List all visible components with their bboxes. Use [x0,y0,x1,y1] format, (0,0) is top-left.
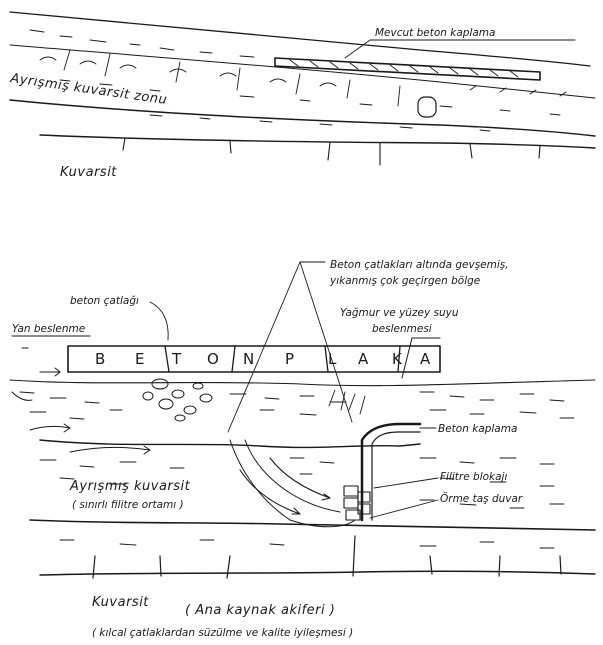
filter-block-pointer [374,478,438,488]
top-ground-surface-line [10,12,590,66]
weathered-label: Ayrışmış kuvarsit [69,479,191,494]
plate-letter-e: E [135,350,145,368]
plate-letter-p: P [285,350,295,368]
bottom-caption: ( kılcal çatlaklardan süzülme ve kalite … [92,627,353,639]
loosened-zone-label-line2: yıkanmış çok geçirgen bölge [329,275,480,287]
top-quartzite-label: Kuvarsit [60,165,117,180]
concrete-lining-channel [362,424,420,520]
top-cross-section: Mevcut beton kaplama Ayrışmış kuvarsit z… [8,12,595,180]
plate-letter-k: K [392,350,403,368]
concrete-plate-crack-2 [232,346,235,372]
aquifer-label: ( Ana kaynak akiferi ) [185,603,335,618]
plate-letter-n: N [243,350,255,368]
bottom-cross-section: B E T O N P L A K A [10,259,595,639]
stone-wall-pointer [370,500,438,518]
concrete-plate-crack-1 [165,346,169,372]
plate-letter-a: A [358,350,369,368]
lateral-recharge-label: Yan beslenme [12,323,85,335]
concrete-crack-leader [150,302,168,340]
bedrock-lower-line [40,571,595,575]
plate-letter-a2: A [420,350,431,368]
plate-letter-t: T [171,350,182,368]
plate-letter-o: O [207,350,220,368]
stone-wall-label: Örme taş duvar [440,492,523,505]
debris-blocks [143,379,212,421]
bedrock-boundary [30,520,595,530]
bottom-quartzite-label: Kuvarsit [92,595,149,610]
rain-recharge-label-line2: beslenmesi [372,323,432,335]
loosened-upper-boundary [10,380,595,386]
loosened-zone-outline-2 [245,440,340,512]
concrete-lining-label: Beton kaplama [438,423,517,435]
loosened-zone-label-line1: Beton çatlakları altında gevşemiş, [330,259,509,271]
concrete-crack-label: beton çatlağı [70,295,139,307]
top-existing-concrete-slab [275,58,540,80]
loosened-zone-leader-left [228,262,325,432]
filter-block-label: Filitre blokajı [440,471,507,483]
top-existing-concrete-label: Mevcut beton kaplama [375,27,495,39]
rain-recharge-label-line1: Yağmur ve yüzey suyu [340,307,459,319]
stone-wall [344,486,370,520]
plate-letter-b: B [95,350,106,368]
lateral-recharge-arrows [12,348,150,454]
top-concrete-leader-line [345,40,575,58]
top-weathered-lower-line [10,100,595,136]
weathered-sub-label: ( sınırlı filitre ortamı ) [72,499,184,511]
top-small-cavity [418,97,436,117]
top-weathered-texture [30,30,566,131]
